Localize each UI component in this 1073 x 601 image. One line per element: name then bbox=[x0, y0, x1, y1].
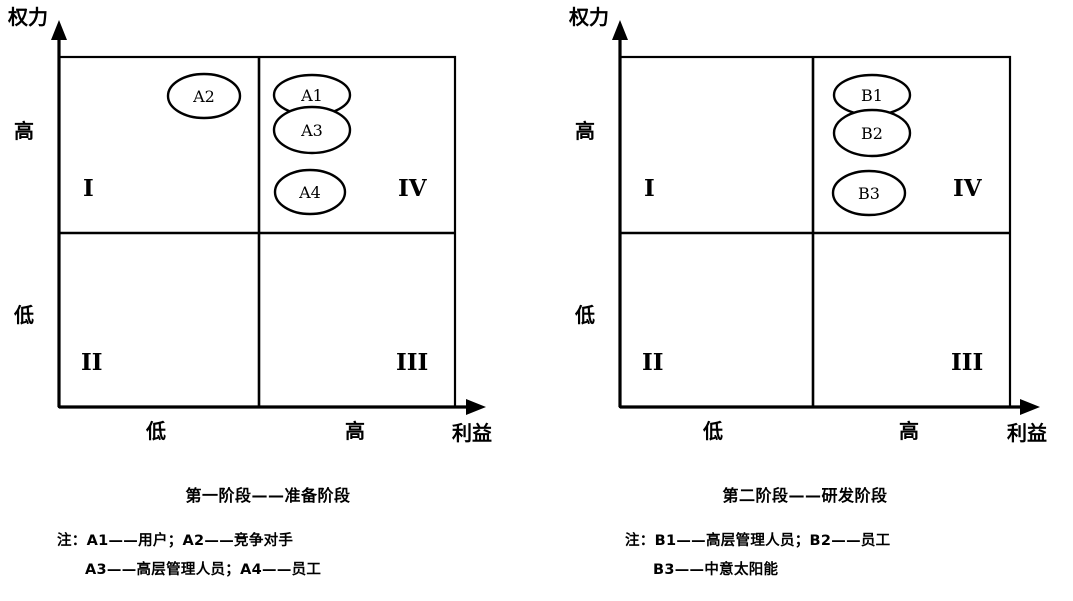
panel-note-left-line2: A3——高层管理人员；A4——员工 bbox=[85, 562, 322, 578]
matrix-diagram-left: 权力 利益 高 低 低 高 I IV II III A2 A1 A3 bbox=[7, 5, 492, 445]
bubble-shape bbox=[166, 72, 242, 120]
panel-note-right-line2: B3——中意太阳能 bbox=[653, 562, 779, 578]
quadrant-label-II: II bbox=[642, 349, 664, 376]
x-tick-low: 低 bbox=[145, 419, 166, 443]
x-tick-high: 高 bbox=[345, 419, 365, 443]
y-axis-arrow-icon bbox=[51, 20, 67, 40]
bubble-label: B1 bbox=[861, 86, 883, 105]
bubble-label: B2 bbox=[861, 124, 883, 143]
bubble-shape bbox=[832, 108, 912, 158]
x-axis-title: 利益 bbox=[452, 421, 492, 445]
stakeholder-bubble-b2[interactable]: B2 bbox=[832, 108, 912, 158]
matrix-diagram-right: 权力 利益 高 低 低 高 I IV II III B1 B2 B3 bbox=[568, 5, 1047, 445]
quadrant-label-IV: IV bbox=[953, 175, 983, 202]
stakeholder-bubble-b1[interactable]: B1 bbox=[832, 73, 912, 117]
panel-stage-one: 权力 利益 高 低 低 高 I IV II III A2 A1 A3 bbox=[0, 0, 536, 601]
bubble-shape bbox=[273, 168, 347, 216]
quadrant-label-I: I bbox=[83, 175, 94, 202]
bubble-label: A1 bbox=[300, 86, 323, 105]
y-axis-title: 权力 bbox=[7, 5, 48, 29]
bubble-label: A3 bbox=[300, 121, 323, 140]
y-tick-high: 高 bbox=[14, 119, 34, 143]
quadrant-label-III: III bbox=[396, 349, 428, 376]
quadrant-label-IV: IV bbox=[398, 175, 428, 202]
panel-caption-left: 第一阶段——准备阶段 bbox=[185, 486, 351, 505]
x-tick-high: 高 bbox=[899, 419, 919, 443]
stakeholder-bubble-a2[interactable]: A2 bbox=[166, 72, 242, 120]
bubble-label: A2 bbox=[192, 87, 215, 106]
y-axis-title: 权力 bbox=[568, 5, 609, 29]
y-tick-low: 低 bbox=[13, 303, 34, 327]
bubble-shape bbox=[831, 169, 907, 217]
bubble-label: A4 bbox=[298, 183, 321, 202]
quadrant-label-III: III bbox=[951, 349, 983, 376]
bubble-label: B3 bbox=[858, 184, 880, 203]
x-axis-arrow-icon bbox=[1020, 399, 1040, 415]
y-tick-low: 低 bbox=[574, 303, 595, 327]
stakeholder-bubble-a4[interactable]: A4 bbox=[273, 168, 347, 216]
stakeholder-bubble-b3[interactable]: B3 bbox=[831, 169, 907, 217]
stakeholder-bubble-a3[interactable]: A3 bbox=[272, 105, 352, 155]
quadrant-label-I: I bbox=[644, 175, 655, 202]
panel-note-right-line1: 注：B1——高层管理人员；B2——员工 bbox=[625, 533, 891, 549]
panel-stage-two: 权力 利益 高 低 低 高 I IV II III B1 B2 B3 第二阶段— bbox=[537, 0, 1073, 601]
x-tick-low: 低 bbox=[702, 419, 723, 443]
quadrant-label-II: II bbox=[81, 349, 103, 376]
bubble-shape bbox=[272, 105, 352, 155]
x-axis-title: 利益 bbox=[1007, 421, 1047, 445]
y-axis-arrow-icon bbox=[612, 20, 628, 40]
y-tick-high: 高 bbox=[575, 119, 595, 143]
panel-note-left-line1: 注：A1——用户；A2——竞争对手 bbox=[57, 533, 294, 549]
x-axis-arrow-icon bbox=[466, 399, 486, 415]
panel-caption-right: 第二阶段——研发阶段 bbox=[722, 486, 888, 505]
